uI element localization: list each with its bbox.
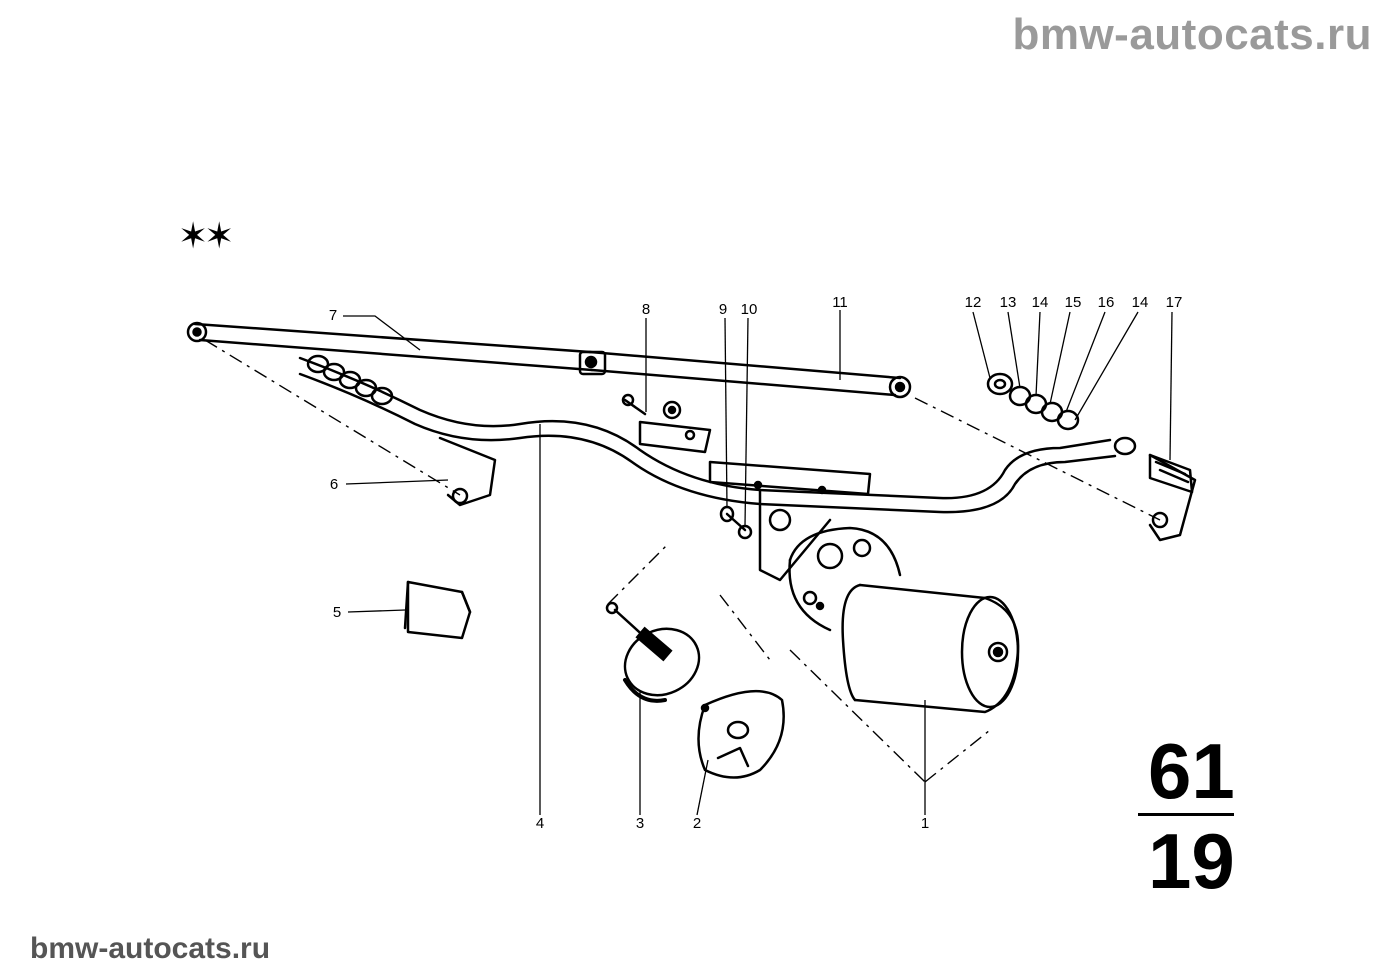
part-11-right-drag-link <box>578 350 912 399</box>
left-bush-stack <box>306 354 394 406</box>
callout-3: 3 <box>636 815 644 832</box>
callout-14: 14 <box>1032 294 1049 311</box>
sheet-number: 19 <box>1148 817 1235 905</box>
callout-13: 13 <box>1000 294 1017 311</box>
fraction-rule <box>1138 813 1234 816</box>
part-4-frame-tube <box>298 356 1197 542</box>
callout-15: 15 <box>1065 294 1082 311</box>
callout-8: 8 <box>642 301 650 318</box>
callout-6: 6 <box>330 476 338 493</box>
callout-2: 2 <box>693 815 701 832</box>
callout-17: 17 <box>1166 294 1183 311</box>
part-8-pivot-stud <box>621 393 712 454</box>
callout-14b: 14 <box>1132 294 1149 311</box>
part-3-drive-gear <box>605 601 701 703</box>
part-5-rubber-block <box>403 580 472 640</box>
right-bush-stack <box>986 372 1080 431</box>
watermark-top: bmw-autocats.ru <box>1012 10 1372 59</box>
callout-1: 1 <box>921 815 929 832</box>
group-number: 61 <box>1148 727 1235 815</box>
callout-11: 11 <box>832 294 848 311</box>
callout-7: 7 <box>329 307 337 324</box>
part-2-gear-cover <box>697 689 785 779</box>
callout-16: 16 <box>1098 294 1115 311</box>
callout-9: 9 <box>719 301 727 318</box>
callout-10: 10 <box>741 301 758 318</box>
part-17-right-bearing <box>1148 453 1194 494</box>
callout-12: 12 <box>965 294 982 311</box>
callout-5: 5 <box>333 604 341 621</box>
watermark-bottom: bmw-autocats.ru <box>30 932 271 965</box>
part-1-wiper-motor <box>788 526 1020 714</box>
part-7-left-drag-link <box>186 321 594 372</box>
motor-bracket <box>708 460 872 582</box>
parts-9-10-fasteners <box>719 505 753 540</box>
star-symbols: ✶✶ <box>178 216 234 257</box>
callout-4: 4 <box>536 815 544 832</box>
